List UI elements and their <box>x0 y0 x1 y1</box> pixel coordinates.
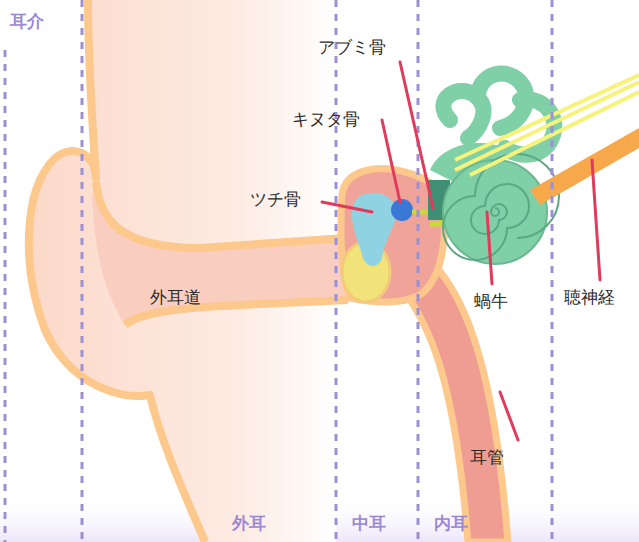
malleus-bone <box>352 193 396 266</box>
leader-line <box>592 160 600 280</box>
nerve-fibers <box>455 75 639 175</box>
region-label: 内耳 <box>434 514 468 533</box>
part-label: ツチ骨 <box>250 190 301 209</box>
canal-outline <box>96 182 345 248</box>
divider-line <box>81 0 84 542</box>
region-label: 外耳 <box>232 514 266 533</box>
part-label: 聴神経 <box>564 288 615 307</box>
leader-line <box>382 120 400 202</box>
region-label: 耳介 <box>10 12 44 31</box>
part-label: 耳管 <box>470 448 504 467</box>
part-label: 蝸牛 <box>474 292 508 311</box>
part-label: キヌタ骨 <box>292 110 360 129</box>
region-dividers <box>5 0 552 542</box>
leader-lines <box>322 62 600 440</box>
leader-line <box>500 392 518 440</box>
ear-canal <box>92 192 348 325</box>
incus-bone <box>391 199 413 221</box>
part-label: 外耳道 <box>150 288 201 307</box>
cochlea <box>443 160 547 264</box>
leader-line <box>400 62 433 208</box>
leader-line <box>487 212 492 284</box>
divider-line <box>417 0 420 542</box>
eustachian-tube <box>395 260 508 542</box>
leader-line <box>322 202 372 212</box>
divider-line <box>4 50 7 542</box>
part-label: アブミ骨 <box>318 38 386 57</box>
divider-line <box>551 0 554 542</box>
cochlea-spiral <box>443 154 559 260</box>
divider-line <box>335 0 338 542</box>
region-label: 中耳 <box>352 514 386 533</box>
